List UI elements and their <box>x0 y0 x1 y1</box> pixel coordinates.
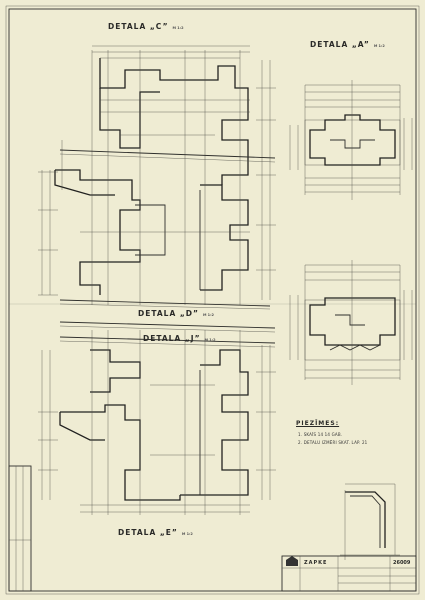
title-block-org: ZAPKE <box>304 560 328 566</box>
detail-c-title: DETALA „C”M 1:2 <box>108 22 184 31</box>
detail-a-section-drawing <box>289 260 413 385</box>
detail-e-title: DETALA „E”M 1:2 <box>118 528 193 537</box>
detail-d-title: DETALA „D”M 1:2 <box>138 309 214 318</box>
title-block-number: 26009 <box>393 560 411 566</box>
outer-border <box>5 5 420 595</box>
inner-border <box>8 8 417 592</box>
detail-c-drawing <box>38 45 276 310</box>
detail-a-title: DETALA „A”M 1:2 <box>310 40 385 49</box>
note-item: 1. SKAĪS 14 14 GAB. <box>298 432 343 437</box>
side-stamp-frame <box>8 465 32 592</box>
detail-d-j-e-drawing <box>38 321 276 515</box>
notes-title: PIEZĪMES: <box>296 420 340 427</box>
note-item: 2. DETALU IZMĒRI SKAT. LAP. 21 <box>298 440 368 445</box>
house-logo-icon <box>286 556 298 566</box>
title-block-frame <box>281 555 417 592</box>
detail-a-drawing <box>289 80 413 200</box>
bracket-detail-drawing <box>340 483 400 560</box>
detail-j-title: DETALA „J”M 1:2 <box>143 334 216 343</box>
